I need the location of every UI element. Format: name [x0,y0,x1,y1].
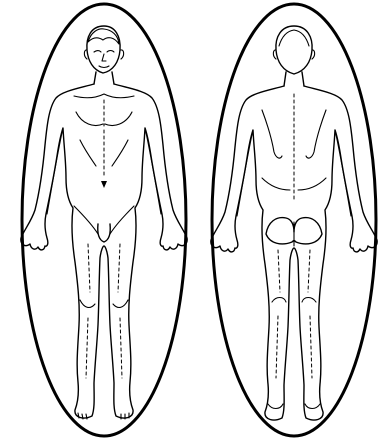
front-mouth [99,66,109,68]
back-left-calf [276,316,278,378]
front-left-knee [80,300,95,307]
back-left-heel [268,404,283,409]
back-left-knee [272,298,286,303]
front-right-eye [107,51,114,53]
front-neck [94,72,114,84]
front-right-shin [120,318,122,378]
back-left-shoulder-blade [262,110,282,158]
front-right-pectoral [105,112,132,126]
front-left-eye [94,51,101,53]
back-view [211,4,377,436]
back-right-inner-arm [335,130,351,216]
back-right-waist [298,178,326,190]
front-left-thigh-line [88,244,90,292]
front-genitals [98,224,111,242]
front-body-figure [21,26,187,419]
front-left-rib-line [80,140,96,166]
back-right-thigh-line [308,250,310,292]
front-right-knee [113,300,128,307]
front-view-outline [22,4,186,436]
front-left-pectoral [76,112,103,126]
front-right-rib-line [112,140,128,166]
back-hair [279,30,309,46]
back-body-figure [211,26,377,420]
front-head [87,26,120,73]
back-right-shoulder-blade [306,110,326,158]
front-left-groin-line [74,206,98,234]
front-left-inner-arm [47,128,63,214]
front-collarbones [74,94,134,98]
back-right-knee [302,298,316,303]
front-navel [101,181,107,188]
back-left-thigh-line [278,250,280,292]
back-head [276,26,312,74]
back-right-calf [310,316,312,378]
front-right-ear [121,50,124,59]
front-view [21,4,187,436]
front-right-thigh-line [118,244,120,292]
front-nose [102,54,106,61]
back-right-heel [305,404,320,409]
back-left-waist [262,178,290,190]
back-view-outline [212,4,376,436]
front-right-groin-line [110,206,134,234]
front-left-shin [86,318,88,378]
front-right-inner-arm [145,128,161,214]
back-left-inner-arm [237,130,253,216]
